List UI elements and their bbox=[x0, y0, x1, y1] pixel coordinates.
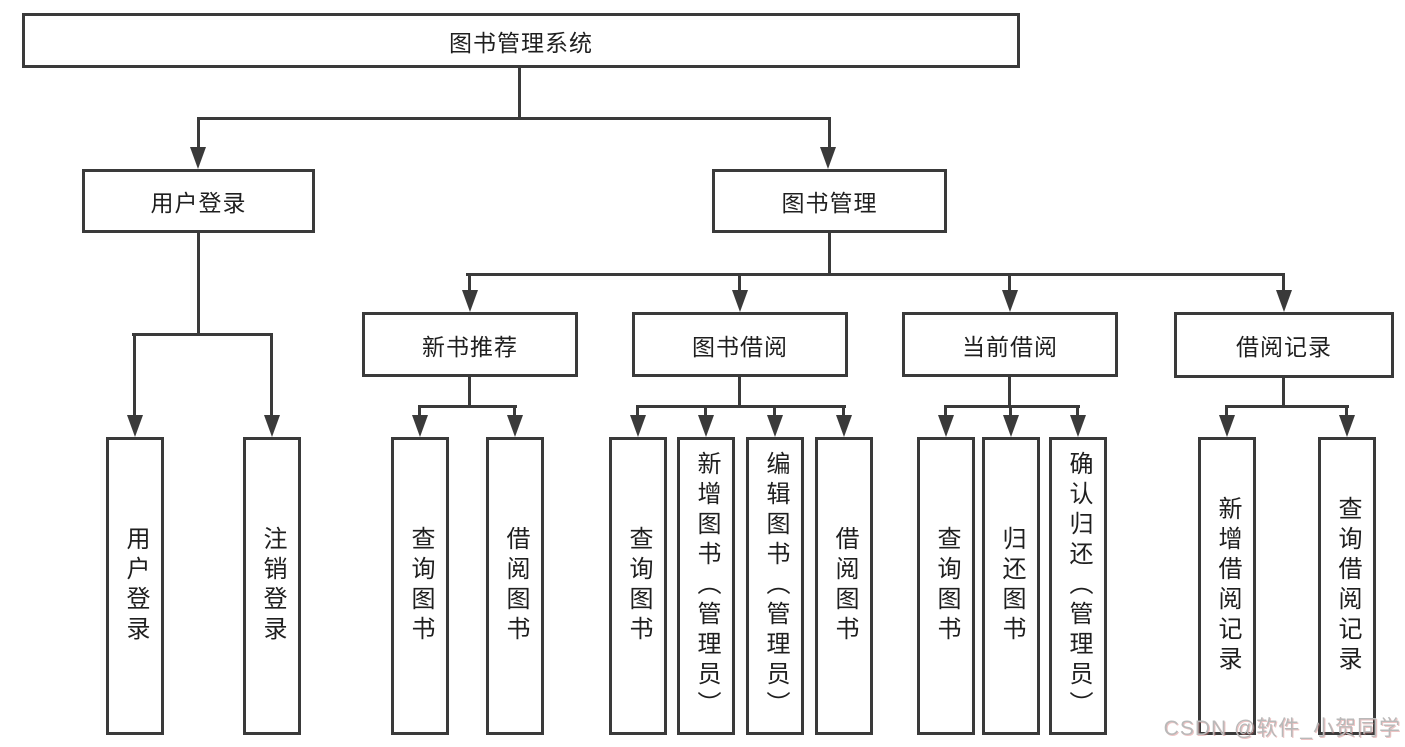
connector-line bbox=[197, 117, 831, 120]
leaf-user-login: 用户登录 bbox=[106, 437, 164, 735]
connector-line bbox=[738, 273, 741, 295]
connector-line bbox=[636, 405, 846, 408]
csdn-watermark: CSDN @软件_小贺同学 bbox=[1163, 717, 1401, 740]
connector-line bbox=[1225, 405, 1228, 419]
arrow-down-icon bbox=[630, 415, 646, 437]
node-current-borrow: 当前借阅 bbox=[902, 312, 1118, 377]
connector-line bbox=[513, 405, 516, 419]
arrow-down-icon bbox=[732, 290, 748, 312]
leaf-return-books: 归还图书 bbox=[982, 437, 1040, 735]
arrow-down-icon bbox=[1003, 415, 1019, 437]
leaf-query-books-borrow: 查询图书 bbox=[609, 437, 667, 735]
node-book-management: 图书管理 bbox=[712, 169, 947, 233]
leaf-borrow-books-recommend-label: 借阅图书 bbox=[502, 526, 529, 646]
connector-line bbox=[133, 333, 136, 417]
leaf-add-books-admin: 新增图书（管理员） bbox=[677, 437, 735, 735]
node-book-borrow: 图书借阅 bbox=[632, 312, 848, 377]
leaf-return-books-label: 归还图书 bbox=[998, 526, 1025, 646]
node-book-management-label: 图书管理 bbox=[781, 190, 878, 216]
connector-line bbox=[468, 377, 471, 408]
leaf-logout-label: 注销登录 bbox=[259, 526, 286, 646]
arrow-down-icon bbox=[264, 415, 280, 437]
leaf-user-login-label: 用户登录 bbox=[122, 526, 149, 646]
arrow-down-icon bbox=[412, 415, 428, 437]
connector-line bbox=[1008, 377, 1011, 408]
arrow-down-icon bbox=[1276, 290, 1292, 312]
node-current-borrow-label: 当前借阅 bbox=[962, 333, 1058, 360]
node-library-system-label: 图书管理系统 bbox=[449, 29, 593, 56]
leaf-edit-books-admin: 编辑图书（管理员） bbox=[746, 437, 804, 735]
connector-line bbox=[1225, 405, 1349, 408]
leaf-borrow-books-recommend: 借阅图书 bbox=[486, 437, 544, 735]
connector-line bbox=[828, 117, 831, 151]
node-book-borrow-label: 图书借阅 bbox=[692, 333, 788, 360]
leaf-query-books-recommend: 查询图书 bbox=[391, 437, 449, 735]
connector-line bbox=[944, 405, 947, 419]
connector-line bbox=[1076, 405, 1079, 419]
connector-line bbox=[418, 405, 421, 419]
connector-line bbox=[132, 333, 273, 336]
connector-line bbox=[738, 377, 741, 408]
connector-line bbox=[944, 405, 1080, 408]
connector-line bbox=[704, 405, 707, 419]
connector-line bbox=[197, 233, 200, 336]
arrow-down-icon bbox=[1070, 415, 1086, 437]
connector-line bbox=[270, 333, 273, 417]
arrow-down-icon bbox=[127, 415, 143, 437]
leaf-query-borrow-record-label: 查询借阅记录 bbox=[1334, 496, 1361, 676]
arrow-down-icon bbox=[1339, 415, 1355, 437]
node-library-system: 图书管理系统 bbox=[22, 13, 1020, 68]
connector-line bbox=[466, 273, 1284, 276]
connector-line bbox=[1282, 273, 1285, 295]
leaf-add-borrow-record: 新增借阅记录 bbox=[1198, 437, 1256, 735]
connector-line bbox=[636, 405, 639, 419]
leaf-query-borrow-record: 查询借阅记录 bbox=[1318, 437, 1376, 735]
connector-line bbox=[1009, 405, 1012, 419]
arrow-down-icon bbox=[1219, 415, 1235, 437]
connector-line bbox=[828, 233, 831, 276]
leaf-edit-books-admin-label: 编辑图书（管理员） bbox=[762, 451, 789, 721]
leaf-borrow-books-label: 借阅图书 bbox=[831, 526, 858, 646]
arrow-down-icon bbox=[698, 415, 714, 437]
connector-line bbox=[468, 273, 471, 295]
leaf-query-books-recommend-label: 查询图书 bbox=[407, 526, 434, 646]
leaf-add-books-admin-label: 新增图书（管理员） bbox=[693, 451, 720, 721]
node-new-book-recommend-label: 新书推荐 bbox=[422, 333, 518, 360]
connector-line bbox=[842, 405, 845, 419]
leaf-confirm-return-admin-label: 确认归还（管理员） bbox=[1065, 451, 1092, 721]
arrow-down-icon bbox=[820, 147, 836, 169]
arrow-down-icon bbox=[1002, 290, 1018, 312]
connector-line bbox=[197, 117, 200, 151]
connector-line bbox=[773, 405, 776, 419]
connector-line bbox=[1345, 405, 1348, 419]
leaf-logout: 注销登录 bbox=[243, 437, 301, 735]
leaf-borrow-books: 借阅图书 bbox=[815, 437, 873, 735]
arrow-down-icon bbox=[836, 415, 852, 437]
leaf-confirm-return-admin: 确认归还（管理员） bbox=[1049, 437, 1107, 735]
node-new-book-recommend: 新书推荐 bbox=[362, 312, 578, 377]
connector-line bbox=[419, 405, 517, 408]
connector-line bbox=[518, 68, 521, 120]
leaf-add-borrow-record-label: 新增借阅记录 bbox=[1214, 496, 1241, 676]
node-borrow-records: 借阅记录 bbox=[1174, 312, 1394, 378]
arrow-down-icon bbox=[938, 415, 954, 437]
node-borrow-records-label: 借阅记录 bbox=[1236, 334, 1332, 360]
leaf-query-books-current-label: 查询图书 bbox=[933, 526, 960, 646]
arrow-down-icon bbox=[507, 415, 523, 437]
arrow-down-icon bbox=[190, 147, 206, 169]
node-user-login: 用户登录 bbox=[82, 169, 315, 233]
leaf-query-books-borrow-label: 查询图书 bbox=[625, 526, 652, 646]
connector-line bbox=[1282, 378, 1285, 408]
arrow-down-icon bbox=[767, 415, 783, 437]
arrow-down-icon bbox=[462, 290, 478, 312]
leaf-query-books-current: 查询图书 bbox=[917, 437, 975, 735]
connector-line bbox=[1008, 273, 1011, 295]
node-user-login-label: 用户登录 bbox=[150, 190, 247, 216]
